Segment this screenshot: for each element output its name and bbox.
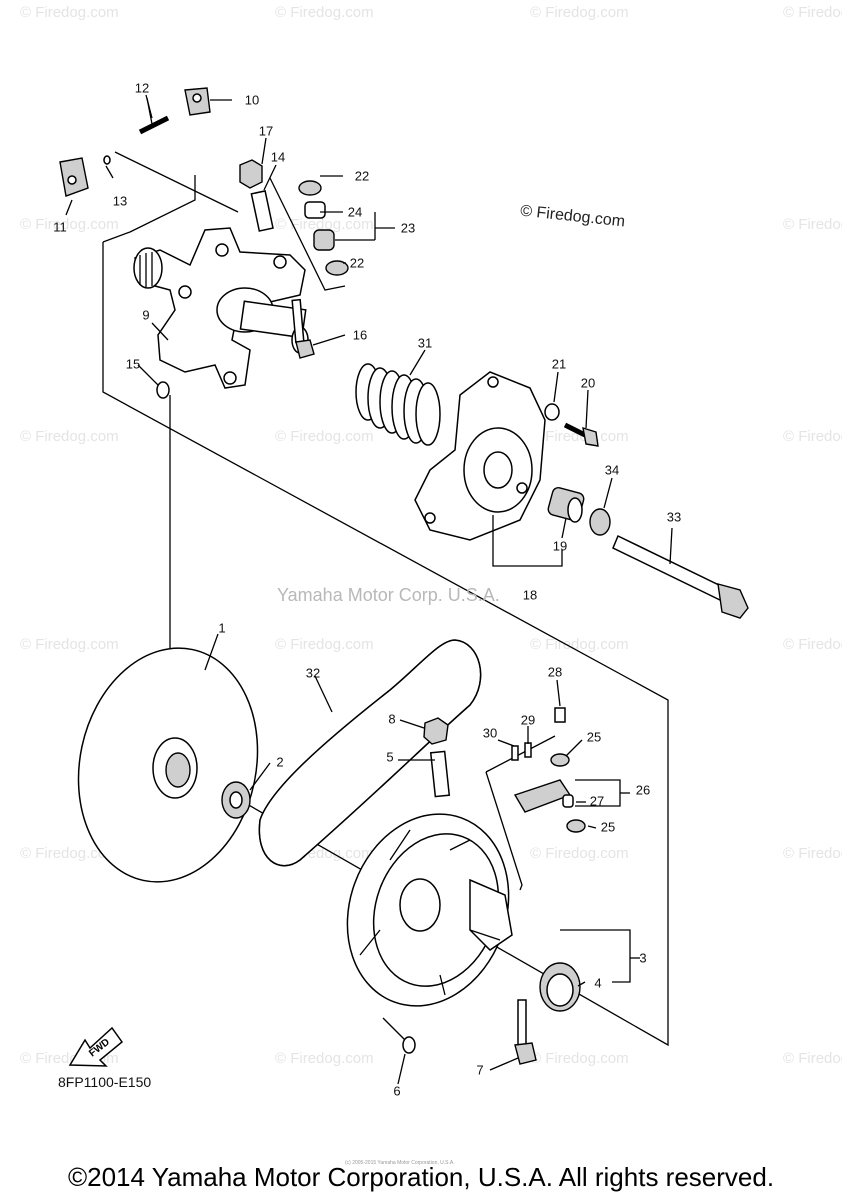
callout-7: 7	[476, 1062, 484, 1078]
callout-22-top: 22	[354, 168, 370, 184]
part-13-oring	[103, 155, 111, 165]
watermark: © Firedog.com	[530, 845, 629, 862]
part-11-clip	[59, 157, 89, 197]
watermark: © Firedog.com	[530, 1050, 629, 1067]
callout-16: 16	[352, 327, 368, 343]
parts-22-24-bushings	[298, 180, 349, 276]
callout-9: 9	[142, 307, 150, 323]
callout-15: 15	[125, 356, 141, 372]
part-2-shim	[221, 781, 251, 819]
callout-33: 33	[666, 509, 682, 525]
callout-34: 34	[604, 462, 620, 478]
callout-13: 13	[112, 193, 128, 209]
part-6-slider	[402, 1036, 416, 1054]
part-31-spring	[355, 363, 441, 446]
watermark: © Firedog.com	[20, 636, 119, 653]
watermark: © Firedog.com	[530, 636, 629, 653]
callout-3: 3	[639, 950, 647, 966]
callout-32: 32	[305, 665, 321, 681]
watermark: © Firedog.com	[275, 636, 374, 653]
fwd-arrow-icon: FWD	[68, 1026, 124, 1067]
part-19-bushing	[547, 486, 585, 523]
callout-8: 8	[388, 711, 396, 727]
callout-18: 18	[522, 587, 538, 603]
callout-6: 6	[393, 1083, 401, 1099]
callout-25-bottom: 25	[600, 819, 616, 835]
watermark: © Firedog	[783, 4, 842, 21]
callout-2: 2	[276, 754, 284, 770]
callout-11: 11	[53, 219, 67, 235]
watermark: © Firedog	[783, 216, 842, 233]
watermark: © Firedog.com	[530, 4, 629, 21]
watermark: © Firedog.com	[275, 4, 374, 21]
callout-20: 20	[580, 375, 596, 391]
watermark: © Firedog.com	[20, 4, 119, 21]
part-34-washer	[589, 508, 611, 536]
callout-14: 14	[270, 149, 286, 165]
parts-5-8-nut-sleeve	[423, 717, 451, 798]
callout-5: 5	[386, 749, 394, 765]
callout-21: 21	[551, 356, 567, 372]
watermark: © Firedog.com	[20, 216, 119, 233]
callout-24: 24	[347, 204, 363, 220]
watermark: © Firedog.com	[275, 1050, 374, 1067]
small-print: (c) 2005-2015 Yamaha Motor Corporation, …	[345, 1160, 455, 1166]
callout-26: 26	[635, 782, 651, 798]
callout-31: 31	[417, 335, 433, 351]
part-7-bolt	[514, 999, 537, 1065]
part-15-slider	[156, 381, 170, 399]
part-16-bolt	[291, 298, 315, 359]
part-3-moveable-sheave	[346, 813, 513, 1007]
part-4-bushing	[539, 962, 581, 1012]
part-9-spider	[133, 227, 309, 389]
copyright-notice: ©2014 Yamaha Motor Corporation, U.S.A. A…	[67, 1162, 775, 1192]
callout-22-bottom: 22	[349, 255, 365, 271]
part-12-pin	[138, 97, 170, 135]
callout-17: 17	[258, 123, 274, 139]
part-26-holder	[511, 707, 586, 833]
watermark: © Firedog.com	[20, 428, 119, 445]
watermark: © Firedog	[783, 636, 842, 653]
callout-28: 28	[547, 664, 563, 680]
yamaha-corp-watermark: Yamaha Motor Corp. U.S.A.	[277, 585, 500, 605]
watermark: © Firedog	[783, 1050, 842, 1067]
callout-1: 1	[218, 620, 226, 636]
callout-27: 27	[589, 793, 605, 809]
part-32-belt	[258, 639, 482, 867]
part-10-bracket	[184, 87, 232, 116]
callout-29: 29	[520, 712, 536, 728]
watermark: © Firedog	[783, 428, 842, 445]
watermark: © Firedog.com	[275, 428, 374, 445]
leader-lines	[65, 94, 673, 1085]
part-14-collar	[250, 190, 274, 232]
callout-12: 12	[134, 80, 150, 96]
parts-20-21-bolt-washer	[544, 403, 599, 447]
part-18-cover	[414, 371, 546, 541]
diagram-code: 8FP1100-E150	[58, 1074, 152, 1090]
part-17-nut	[239, 159, 263, 189]
callout-23: 23	[400, 220, 416, 236]
callout-25-top: 25	[586, 729, 602, 745]
watermark: © Firedog.com	[20, 845, 119, 862]
callout-4: 4	[594, 975, 602, 991]
watermark: © Firedog.com	[275, 216, 374, 233]
watermark: © Firedog	[783, 845, 842, 862]
callout-10: 10	[244, 92, 260, 108]
watermark: © Firedog.com	[530, 428, 629, 445]
part-33-bolt	[612, 534, 749, 619]
callout-19: 19	[552, 538, 568, 554]
callout-30: 30	[482, 725, 498, 741]
part-1-sheave	[77, 647, 259, 883]
